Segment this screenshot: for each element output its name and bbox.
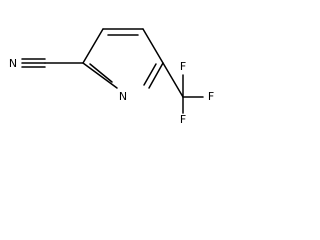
fluorine-right-label: F	[208, 90, 214, 103]
ring-bond	[148, 62, 164, 89]
ring-to-cf3-bond	[162, 62, 184, 98]
ring-nitrogen-label: N	[119, 90, 127, 103]
fluorine-top-label: F	[180, 60, 186, 73]
trifluoromethyl-group: F F F	[162, 60, 214, 126]
ring-bond	[82, 62, 118, 89]
ring-bond-double-inner	[143, 63, 157, 86]
nitrile-nitrogen-label: N	[9, 57, 17, 70]
ring-bond-double-inner	[89, 63, 113, 83]
fluorine-bottom-label: F	[180, 113, 186, 126]
ring-bonds	[82, 28, 164, 89]
ring-bond	[142, 28, 164, 64]
chemical-structure: N N F F F	[9, 28, 214, 126]
nitrile-group: N	[9, 57, 84, 70]
ring-bond	[82, 28, 104, 64]
